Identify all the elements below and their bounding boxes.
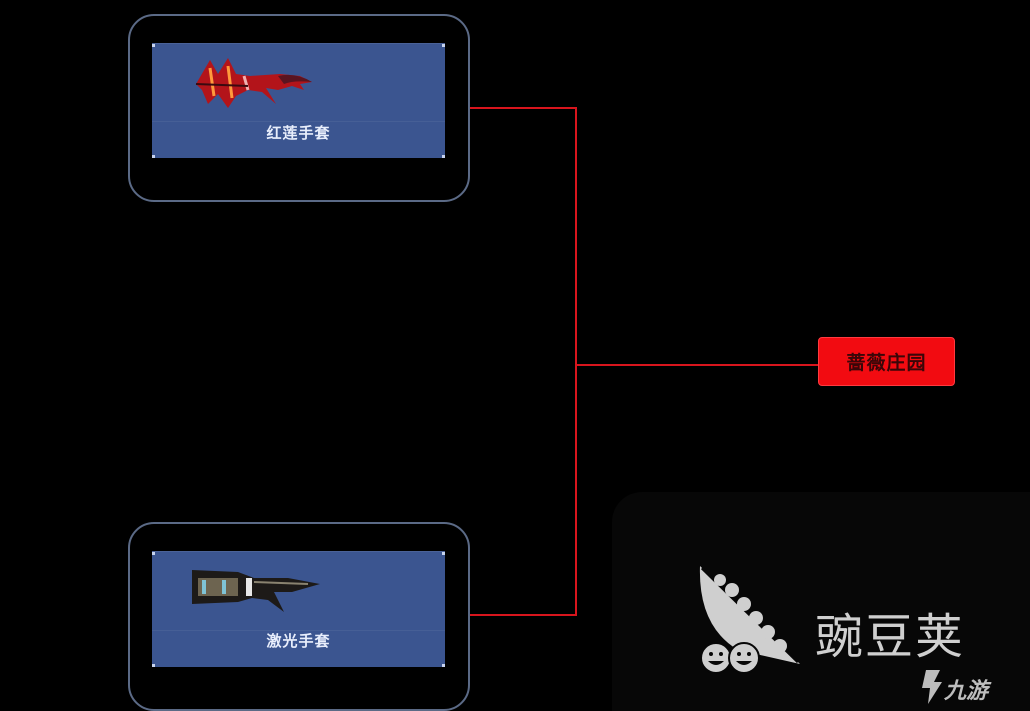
target-node[interactable]: 蔷薇庄园: [818, 337, 955, 386]
item-card-2[interactable]: 激光手套: [152, 551, 445, 667]
pea-pod-logo-icon: [699, 566, 800, 674]
watermark-sub-brand: 九游: [944, 679, 989, 704]
connector-bottom-horizontal: [470, 614, 577, 616]
corner-dot: [152, 155, 155, 158]
red-spiked-gauntlet-icon: [195, 58, 312, 108]
corner-dot: [152, 664, 155, 667]
connector-trunk-vertical: [575, 107, 577, 616]
corner-dot: [152, 552, 155, 555]
dark-mechanical-gauntlet-icon: [192, 570, 320, 612]
corner-dot: [442, 552, 445, 555]
watermark-panel: [612, 492, 1030, 711]
item-card-1[interactable]: 红莲手套: [152, 43, 445, 158]
corner-dot: [442, 44, 445, 47]
item-label: 红莲手套: [266, 124, 331, 142]
card-divider: [152, 121, 445, 122]
watermark-brand: 豌豆荚: [815, 609, 966, 665]
corner-dot: [152, 44, 155, 47]
target-label: 蔷薇庄园: [846, 352, 927, 374]
corner-dot: [442, 155, 445, 158]
item-label: 激光手套: [266, 632, 331, 650]
connector-top-horizontal: [470, 107, 577, 109]
corner-dot: [442, 664, 445, 667]
card-divider: [152, 630, 445, 631]
nine-game-logo-icon: [922, 670, 942, 704]
connector-to-target: [577, 364, 818, 366]
